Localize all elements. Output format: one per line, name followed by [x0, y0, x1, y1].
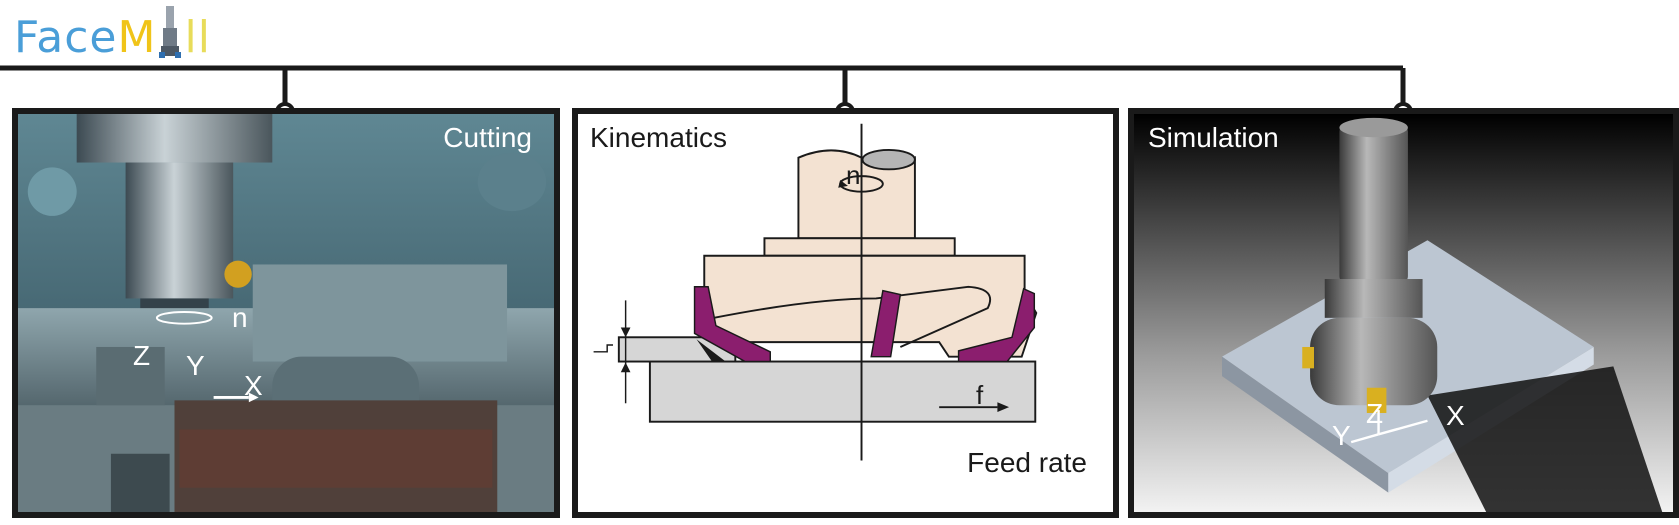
simulation-label-x: X	[1446, 400, 1465, 431]
cutting-title: Cutting	[443, 122, 532, 153]
kinematics-label-n: n	[846, 160, 861, 190]
cutting-photo	[18, 114, 554, 512]
kinematics-title: Kinematics	[590, 122, 727, 153]
cutting-label-y: Y	[186, 350, 205, 381]
logo-text-face: Face	[14, 12, 118, 63]
cutting-panel: Cutting n Z Y X	[12, 108, 560, 518]
simulation-label-y: Y	[1332, 420, 1351, 451]
simulation-label-z: Z	[1366, 398, 1384, 429]
kinematics-panel: Kinematics n f Feed rate	[572, 108, 1119, 518]
milling-tool-icon	[157, 6, 183, 60]
kinematics-feed-rate: Feed rate	[967, 447, 1087, 478]
simulation-render	[1134, 114, 1673, 512]
kinematics-schematic	[593, 123, 1038, 461]
simulation-title: Simulation	[1148, 122, 1279, 153]
simulation-panel: Simulation Z Y X	[1128, 108, 1679, 518]
logo-text-ll: ll	[184, 12, 211, 63]
cutting-label-n: n	[232, 302, 248, 333]
kinematics-label-f: f	[976, 380, 984, 410]
cutting-label-x: X	[244, 370, 263, 401]
cutting-label-z: Z	[133, 340, 151, 371]
facemill-logo: Face M ll	[14, 2, 211, 60]
logo-text-m: M	[117, 12, 157, 63]
